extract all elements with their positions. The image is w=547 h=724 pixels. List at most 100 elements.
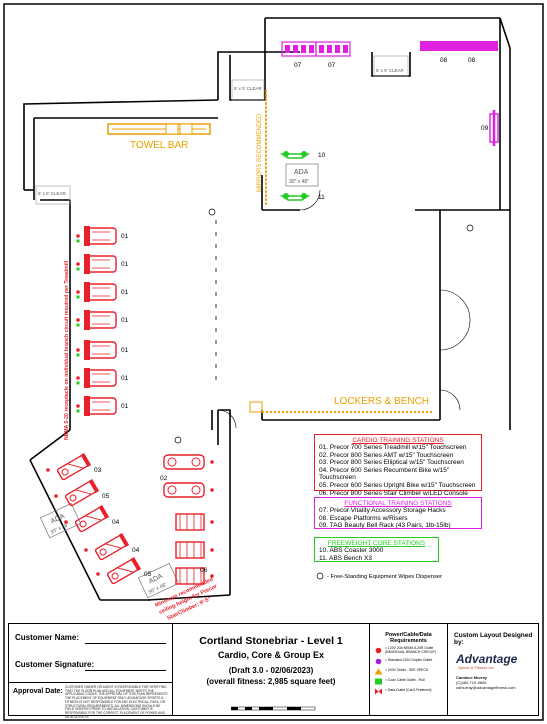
coax-icon: [76, 323, 80, 327]
freeweight-item: 10. ABS Coaster 3000: [319, 547, 384, 554]
scale-bar: [231, 706, 316, 711]
title-block: Customer Name: Customer Signature: Appro…: [8, 623, 539, 718]
bell-rack-label: 09: [481, 125, 489, 132]
coax-icon: [76, 295, 80, 299]
towel-bin-1: [165, 123, 179, 135]
approval-disclaimer: CUSTOMER OWNER OR AGENT IS RESPONSIBLE F…: [65, 685, 168, 719]
outlet-icon: [76, 376, 80, 380]
coax-icon: [76, 267, 80, 271]
coax-icon: [76, 239, 80, 243]
wipes-legend-icon: [316, 572, 324, 580]
stair-label: 06: [200, 567, 208, 574]
treadmill: [84, 226, 117, 246]
treadmill: [84, 368, 117, 388]
outlet-icon: [76, 348, 80, 352]
towel-bin-2: [179, 123, 193, 135]
approval-section: Approval Date: CUSTOMER OWNER OR AGENT I…: [9, 682, 172, 718]
power-item: = Coax Cable Outlet - Roll: [374, 678, 447, 685]
amt: [163, 482, 205, 498]
cardio-legend: CARDIO TRAINING STATIONS 01. Precor 700 …: [314, 434, 482, 497]
treadmill-label: 01: [121, 375, 129, 382]
cardio-unit: [94, 532, 130, 561]
power-title: Power/Cable/Data Requirements: [385, 632, 432, 644]
coax-icon: [76, 381, 80, 385]
cardio-label: 04: [132, 547, 140, 554]
designer-cell: Custom Layout Designed by: Advantage Spo…: [448, 624, 538, 715]
abs-coaster: [279, 151, 311, 159]
outlet-icon: [76, 404, 80, 408]
functional-legend: FUNCTIONAL TRAINING STATIONS 07. Precor …: [314, 497, 482, 529]
outlet-icon: [76, 262, 80, 266]
cardio-label: 03: [94, 467, 102, 474]
door-swings: [217, 189, 471, 429]
functional-legend-title: FUNCTIONAL TRAINING STATIONS: [344, 500, 452, 507]
column-marker: [208, 208, 216, 216]
wipes-dispenser-1: [174, 436, 182, 444]
cardio-item: 03. Precor 800 Series Elliptical w/15" T…: [319, 459, 464, 467]
ada-zone-3: ADA 30" x 48": [137, 563, 180, 599]
clearance-label-1: 5' x 5' CLEAR: [234, 86, 262, 91]
nema-note: NEMA 5-20 receptacle on individual branc…: [64, 260, 70, 440]
customer-name-line[interactable]: [85, 643, 166, 644]
abs-bench: [279, 193, 311, 201]
treadmill-label: 01: [121, 261, 129, 268]
contact-name: Candace Murray: [456, 675, 488, 680]
ada-zone-1: ADA 30" x 48": [285, 163, 319, 187]
treadmill: [84, 310, 117, 330]
treadmill: [84, 254, 117, 274]
project-cell: Cortland Stonebriar - Level 1 Cardio, Co…: [173, 624, 370, 715]
bench-label: 11: [318, 194, 325, 201]
project-title: Cortland Stonebriar - Level 1: [199, 635, 343, 647]
outlet-icon: [210, 548, 214, 552]
customer-signature-line[interactable]: [85, 670, 166, 671]
cardio-legend-title: CARDIO TRAINING STATIONS: [352, 437, 444, 444]
functional-item: 09. TAG Beauty Bell Rack (43 Pairs, 1lb-…: [319, 522, 451, 530]
treadmill-label: 01: [121, 347, 129, 354]
escape-platforms: [420, 41, 498, 51]
stair-climber: [175, 541, 205, 559]
cardio-label: 04: [112, 519, 120, 526]
ada-zone-2: ADA 30" x 48": [39, 503, 82, 539]
outlet-icon: [76, 318, 80, 322]
storage-hack: [315, 41, 351, 57]
clearance-label-3: 5' x 5' CLEAR: [38, 191, 66, 196]
treadmill: [84, 340, 117, 360]
treadmill-label: 01: [121, 289, 129, 296]
data-outlet-icon: [374, 688, 383, 695]
outlet-icon: [46, 468, 50, 472]
wipes-legend-text: - Free-Standing Equipment Wipes Dispense…: [327, 574, 442, 580]
power-item: = 120V 20A NEMA 5-20R Outlet (INDIVIDUAL…: [374, 646, 447, 655]
cardio-item: 02. Precor 800 Series AMT w/15" Touchscr…: [319, 451, 454, 459]
locker-box: [249, 401, 263, 413]
mirrors-label: MIRRORS RECOMMENDED: [257, 113, 263, 192]
page-border: [3, 3, 544, 721]
outlet-icon: [76, 290, 80, 294]
amt: [163, 454, 205, 470]
outlet-icon: [96, 572, 100, 576]
amt-label: 02: [160, 475, 168, 482]
towel-bar-label: TOWEL BAR: [130, 140, 188, 151]
outlet-icon: [210, 460, 214, 464]
customer-signature-label: Customer Signature:: [15, 660, 95, 669]
nema-outlet-icon: [374, 647, 383, 654]
power-cell: Power/Cable/Data Requirements = 120V 20A…: [370, 624, 448, 715]
freeweight-legend: FREEWEIGHT CORE STATIONS 10. ABS Coaster…: [314, 537, 439, 562]
walls: [23, 17, 511, 601]
cardio-item: 06. Precor 800 Series Stair Climber w/LE…: [319, 489, 468, 497]
project-subtitle: Cardio, Core & Group Ex: [217, 650, 324, 660]
customer-name-label: Customer Name:: [15, 633, 80, 642]
cardio-label: 05: [144, 571, 152, 578]
layout-by-label: Custom Layout Designed by:: [454, 632, 533, 646]
freeweight-item: 11. ABS Bench X3: [319, 554, 372, 562]
cardio-unit: [74, 504, 110, 533]
treadmill-label: 01: [121, 233, 129, 240]
contact-info: Candace Murray (C)484-710-9606 cdmurray@…: [456, 675, 538, 690]
coaster-label: 10: [318, 152, 326, 159]
cardio-label: 05: [102, 493, 110, 500]
outlet-icon: [76, 234, 80, 238]
contact-phone: (C)484-710-9606: [456, 680, 487, 685]
stair-climber: [175, 513, 205, 531]
cardio-unit: [56, 452, 92, 481]
hacks-label: 07: [328, 62, 336, 69]
